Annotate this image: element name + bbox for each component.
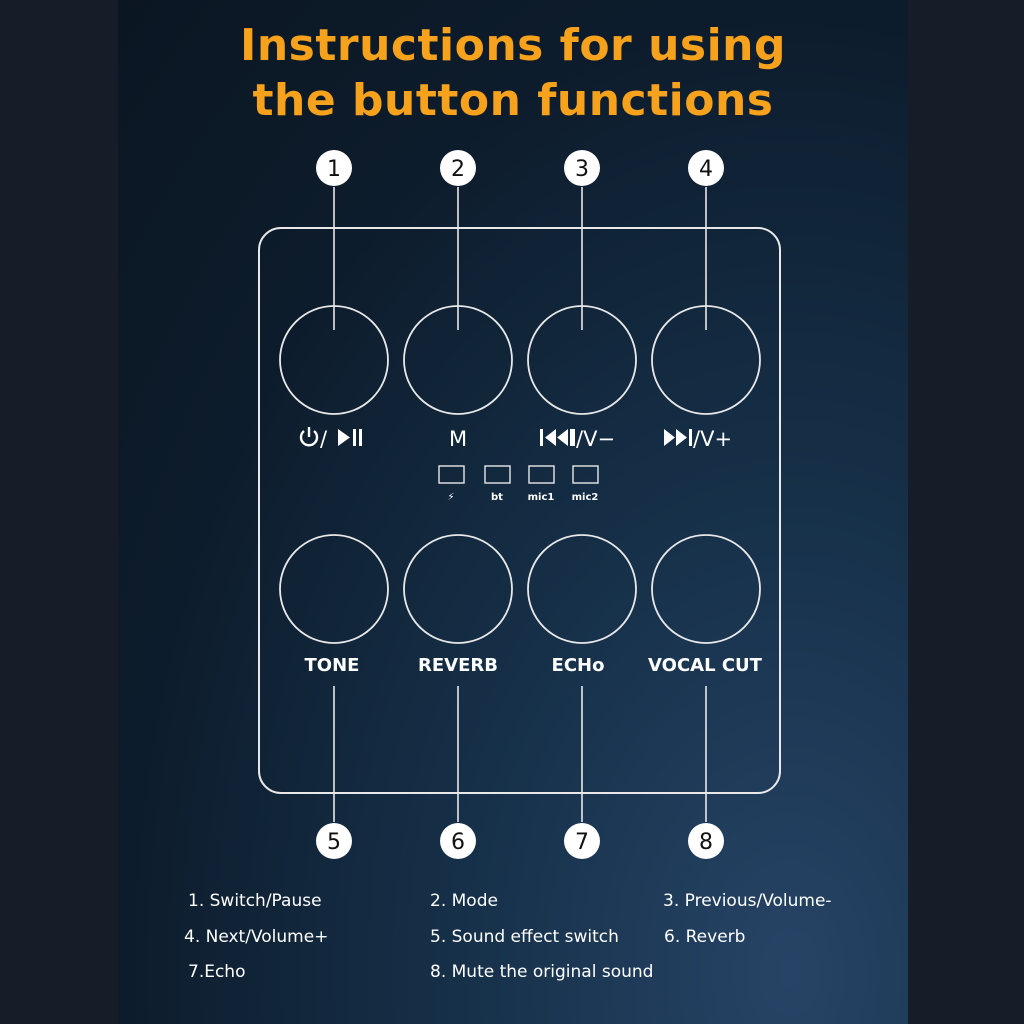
button-1-switch-pause bbox=[279, 305, 389, 415]
button-7-label: ECHo bbox=[552, 655, 605, 676]
button-5-label: TONE bbox=[305, 655, 360, 676]
indicator-bt bbox=[484, 465, 511, 484]
badge-4: 4 bbox=[699, 157, 713, 182]
button-2-mode bbox=[403, 305, 513, 415]
indicator-charge bbox=[438, 465, 465, 484]
badge-3: 3 bbox=[575, 157, 589, 182]
button-4-label: /V+ bbox=[693, 427, 732, 451]
badge-8: 8 bbox=[699, 830, 713, 855]
number-badges-bottom: 5 6 7 8 bbox=[316, 823, 724, 859]
legend-item-4: 4. Next/Volume+ bbox=[184, 927, 329, 947]
number-badges-top: 1 2 3 4 bbox=[316, 150, 724, 186]
top-leader-lines bbox=[333, 187, 707, 330]
button-5-tone bbox=[279, 534, 389, 644]
button-2-label: M bbox=[449, 427, 467, 451]
button-3-previous bbox=[527, 305, 637, 415]
indicator-mic2 bbox=[572, 465, 599, 484]
previous-track-icon bbox=[540, 429, 575, 446]
title-line-2: the button functions bbox=[252, 75, 774, 126]
button-8-label: VOCAL CUT bbox=[648, 655, 763, 676]
page-title: Instructions for using the button functi… bbox=[118, 18, 908, 128]
legend-item-1: 1. Switch/Pause bbox=[188, 891, 322, 911]
badge-2: 2 bbox=[451, 157, 465, 182]
badge-6: 6 bbox=[451, 830, 465, 855]
indicator-leds bbox=[438, 465, 599, 484]
button-8-vocal-cut bbox=[651, 534, 761, 644]
indicator-mic1 bbox=[528, 465, 555, 484]
indicator-mic1-label: mic1 bbox=[528, 492, 555, 503]
background-panel bbox=[118, 0, 908, 1024]
charging-bolt-icon: ⚡ bbox=[447, 492, 454, 503]
badge-5: 5 bbox=[327, 830, 341, 855]
next-track-icon bbox=[664, 429, 692, 446]
legend-item-8: 8. Mute the original sound bbox=[430, 962, 654, 982]
badge-1: 1 bbox=[327, 157, 341, 182]
button-4-next bbox=[651, 305, 761, 415]
legend-item-7: 7.Echo bbox=[188, 962, 246, 982]
indicator-bt-label: bt bbox=[491, 492, 503, 503]
bottom-leader-lines bbox=[333, 686, 707, 822]
play-pause-glyph bbox=[338, 429, 362, 446]
button-1-label: / bbox=[320, 427, 328, 451]
legend-item-6: 6. Reverb bbox=[664, 927, 746, 947]
indicator-mic2-label: mic2 bbox=[572, 492, 599, 503]
button-7-echo bbox=[527, 534, 637, 644]
legend-item-5: 5. Sound effect switch bbox=[430, 927, 619, 947]
button-6-label: REVERB bbox=[418, 655, 498, 676]
badge-7: 7 bbox=[575, 830, 589, 855]
device-outline bbox=[258, 227, 781, 794]
button-6-reverb bbox=[403, 534, 513, 644]
power-play-pause-icon bbox=[299, 427, 319, 447]
title-line-1: Instructions for using bbox=[239, 20, 786, 71]
legend-item-3: 3. Previous/Volume- bbox=[663, 891, 832, 911]
legend-item-2: 2. Mode bbox=[430, 891, 498, 911]
button-3-label: /V− bbox=[576, 427, 615, 451]
